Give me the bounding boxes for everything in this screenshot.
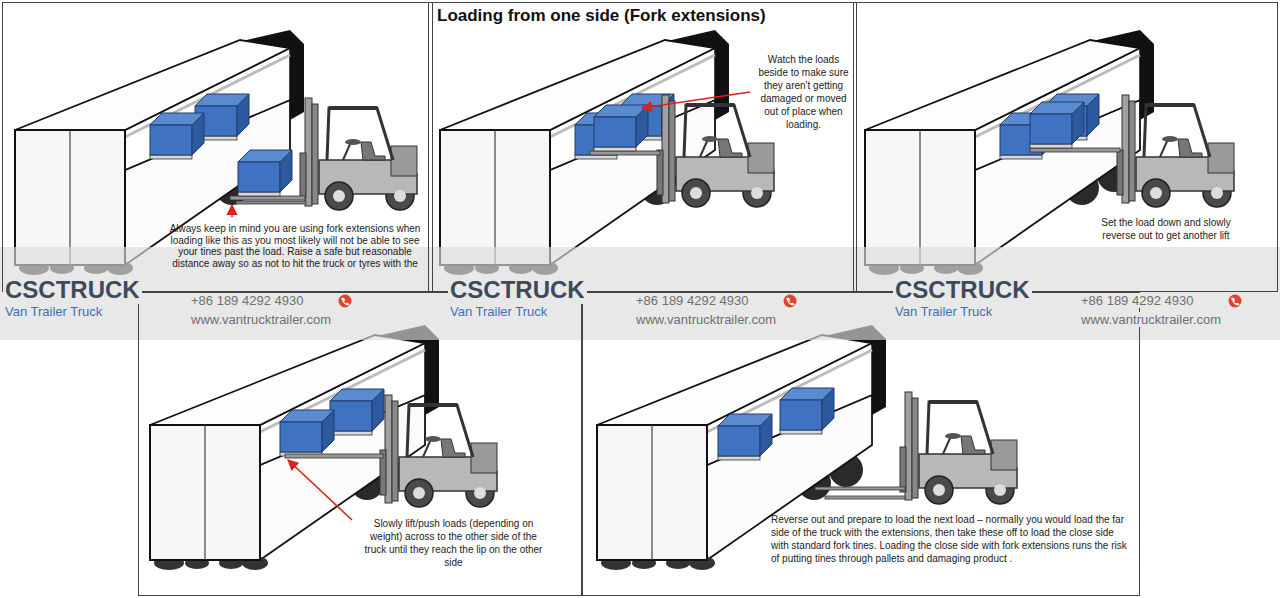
step-note: Watch the loads beside to make sure they… [756, 53, 851, 131]
watermark-tagline: Van Trailer Truck [893, 304, 994, 319]
step-note: Reverse out and prepare to load the next… [771, 513, 1131, 565]
pallet-load [780, 388, 834, 434]
forklift-drawing [1117, 95, 1234, 207]
fork-tine [815, 487, 905, 490]
phone-icon [1229, 295, 1242, 308]
fork-tine [590, 151, 660, 155]
pallet-load [280, 410, 334, 456]
note-holder: Set the load down and slowly reverse out… [1091, 216, 1241, 242]
watermark-phone: +86 189 4292 4930 [634, 293, 750, 308]
leader-arrow [288, 460, 352, 520]
watermark-logo: CSCTRUCK [448, 276, 587, 304]
note-holder: Reverse out and prepare to load the next… [771, 513, 1131, 565]
leader-arrow [231, 205, 233, 217]
diagram-title: Loading from one side (Fork extensions) [437, 6, 766, 26]
watermark-tagline: Van Trailer Truck [3, 304, 104, 319]
watermark-logo: CSCTRUCK [3, 276, 142, 304]
watermark-url: www.vantrucktrailer.com [634, 312, 778, 327]
step-panel: Slowly lift/push loads (depending on wei… [138, 292, 582, 596]
step-panel: Watch the loads beside to make sure they… [428, 2, 857, 292]
watermark-phone: +86 189 4292 4930 [189, 293, 305, 308]
forklift-drawing [900, 392, 1017, 504]
step-panel: Set the load down and slowly reverse out… [853, 2, 1278, 292]
pallet-load [1030, 102, 1084, 148]
pallet-load [594, 105, 648, 151]
phone-icon [784, 295, 797, 308]
fork-tine [825, 496, 905, 499]
forklift-drawing [657, 95, 774, 207]
fork-tine [230, 196, 305, 200]
pallet-load [150, 113, 204, 159]
phone-icon [339, 295, 352, 308]
pallet-load [238, 150, 292, 196]
note-holder: Always keep in mind you are using fork e… [163, 223, 427, 269]
forklift-drawing [380, 395, 497, 507]
note-holder: Slowly lift/push loads (depending on wei… [361, 517, 546, 569]
watermark-logo: CSCTRUCK [893, 276, 1032, 304]
watermark-url: www.vantrucktrailer.com [189, 312, 333, 327]
step-note: Slowly lift/push loads (depending on wei… [361, 517, 546, 569]
pallet-load [718, 414, 772, 460]
watermark-phone: +86 189 4292 4930 [1079, 293, 1195, 308]
step-note: Set the load down and slowly reverse out… [1091, 216, 1241, 242]
watermark-url: www.vantrucktrailer.com [1079, 312, 1223, 327]
step-note: Always keep in mind you are using fork e… [163, 223, 427, 269]
watermark-tagline: Van Trailer Truck [448, 304, 549, 319]
note-holder: Watch the loads beside to make sure they… [756, 53, 851, 131]
fork-tine [285, 454, 383, 458]
step-panel: Reverse out and prepare to load the next… [582, 292, 1140, 596]
step-panel: Always keep in mind you are using fork e… [2, 2, 433, 292]
fork-tine [1030, 148, 1120, 152]
fork-tine [236, 201, 306, 204]
leader-arrow [642, 92, 750, 108]
pallet-load [330, 389, 384, 435]
scene-two [440, 30, 774, 275]
forklift-drawing [300, 98, 417, 210]
